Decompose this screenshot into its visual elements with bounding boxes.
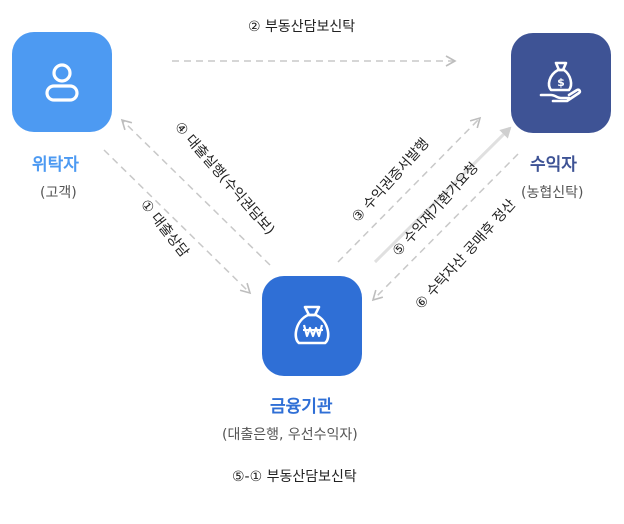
arrow-truster-to-finance bbox=[103, 149, 252, 295]
edge-label-5-1: ⑤-① 부동산담보신탁 bbox=[232, 469, 357, 485]
money-bag-hand-icon: $ bbox=[539, 61, 582, 103]
won-money-bag-icon bbox=[294, 305, 330, 345]
svg-text:$: $ bbox=[557, 76, 565, 89]
truster-node bbox=[12, 32, 112, 132]
beneficiary-title: 수익자 bbox=[530, 155, 577, 175]
finance-subtitle: (대출은행, 우선수익자) bbox=[222, 427, 358, 443]
truster-title: 위탁자 bbox=[32, 155, 79, 175]
truster-subtitle: (고객) bbox=[40, 185, 77, 201]
finance-node bbox=[262, 276, 362, 376]
arrow-finance-to-beneficiary-3 bbox=[337, 116, 482, 263]
arrow-finance-to-truster bbox=[120, 118, 271, 266]
edge-label-2: ② 부동산담보신탁 bbox=[248, 19, 356, 35]
beneficiary-node: $ bbox=[511, 33, 611, 133]
beneficiary-subtitle: (농협신탁) bbox=[521, 185, 584, 201]
arrow-beneficiary-to-finance bbox=[371, 153, 519, 302]
arrow-finance-to-beneficiary-5 bbox=[373, 126, 512, 264]
finance-title: 금융기관 bbox=[270, 397, 333, 417]
person-icon bbox=[45, 63, 79, 102]
